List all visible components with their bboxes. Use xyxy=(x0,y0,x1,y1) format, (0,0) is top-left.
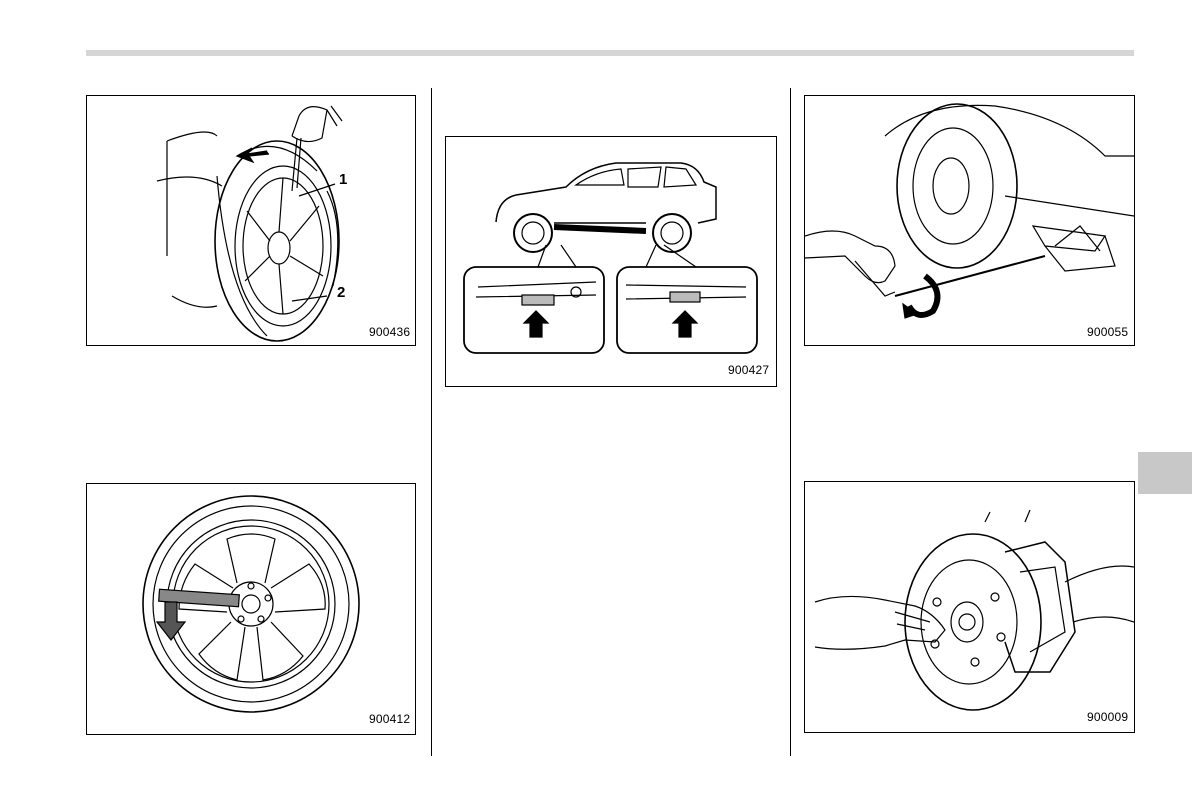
hub-clean-illustration xyxy=(805,482,1134,732)
figure-code: 900427 xyxy=(728,363,769,377)
figure-code: 900009 xyxy=(1087,710,1128,724)
jack-raise-illustration xyxy=(805,96,1134,345)
figure-wheel-nut-loosen: 900412 xyxy=(86,483,416,735)
chapter-thumb-tab xyxy=(1138,452,1192,494)
figure-valve-removal: 1 2 900436 xyxy=(86,95,416,346)
callout-2: 2 xyxy=(337,284,345,301)
header-rule xyxy=(86,50,1134,56)
figure-code: 900436 xyxy=(369,325,410,339)
wheel-illustration xyxy=(87,484,415,734)
jack-points-illustration xyxy=(446,137,776,386)
figure-jack-points: 900427 xyxy=(445,136,777,387)
figure-code: 900055 xyxy=(1087,325,1128,339)
figure-hub-clean: 900009 xyxy=(804,481,1135,733)
figure-code: 900412 xyxy=(369,712,410,726)
column-divider-left xyxy=(431,88,432,756)
figure-jack-raise: 900055 xyxy=(804,95,1135,346)
column-divider-right xyxy=(790,88,791,756)
callout-1: 1 xyxy=(339,171,347,188)
valve-removal-illustration xyxy=(87,96,415,345)
